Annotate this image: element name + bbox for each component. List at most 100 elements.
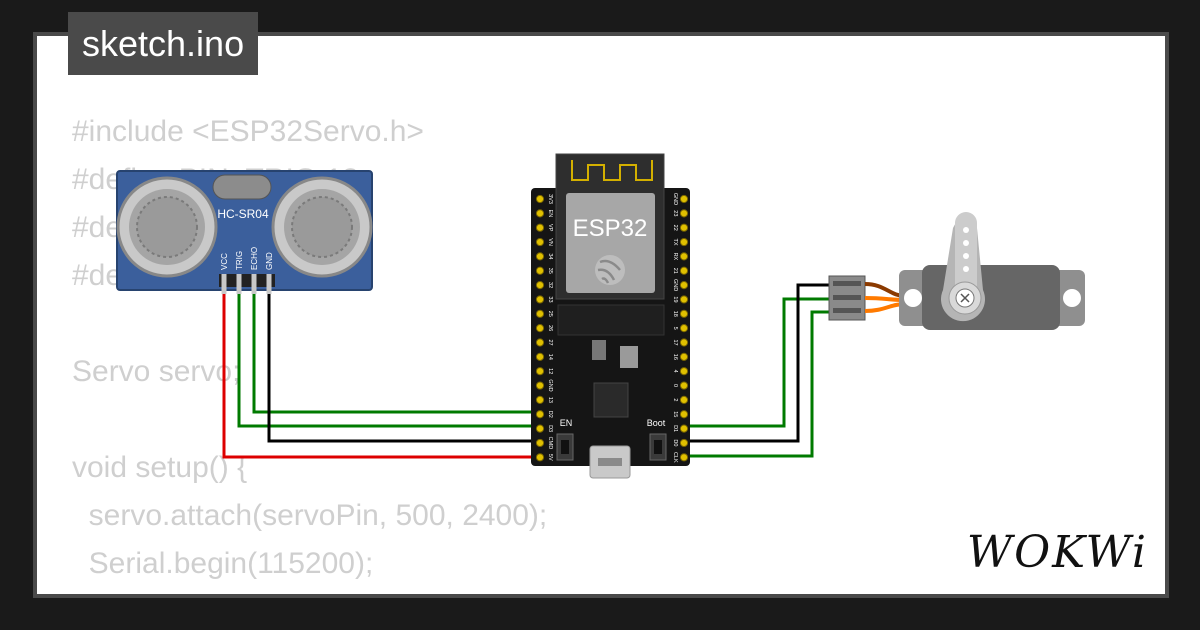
esp32-pin[interactable] — [679, 252, 689, 261]
wire-vcc — [222, 292, 540, 459]
sensor-pin[interactable] — [266, 274, 272, 294]
esp32-pin[interactable] — [535, 266, 545, 275]
boot-button-label: Boot — [647, 418, 666, 428]
esp32-pin[interactable] — [679, 352, 689, 361]
esp32-pin[interactable] — [679, 453, 689, 462]
sensor-pin[interactable] — [251, 274, 257, 294]
esp32-pin[interactable] — [535, 424, 545, 433]
esp32-pin[interactable] — [679, 194, 689, 204]
usb-port[interactable] — [589, 445, 631, 479]
boot-button[interactable] — [649, 433, 667, 461]
esp32-pin-label: 5V — [547, 454, 553, 461]
esp32-pin-label: 33 — [547, 296, 553, 302]
esp32-pin[interactable] — [535, 367, 545, 376]
file-tab[interactable]: sketch.ino — [68, 12, 259, 75]
sensor-pin[interactable] — [221, 274, 227, 294]
esp32-pin[interactable] — [535, 237, 545, 247]
sensor-pin[interactable] — [236, 274, 242, 294]
esp32-pin[interactable] — [679, 410, 689, 419]
transducer-left — [116, 176, 218, 278]
en-button-label: EN — [560, 418, 573, 428]
esp32-pin-label: 2 — [672, 398, 678, 401]
esp32-pin-label: 12 — [547, 368, 553, 374]
esp32-pin-label: D1 — [672, 425, 678, 432]
wire-servo-gnd — [684, 283, 838, 443]
esp32-pin-label: RX — [672, 253, 678, 261]
esp32-pin-label: 3V3 — [547, 194, 553, 204]
esp32-pin-label: CLK — [672, 452, 678, 463]
esp32-pin[interactable] — [535, 438, 545, 448]
sensor-header — [221, 274, 272, 294]
esp32-pin[interactable] — [535, 410, 545, 419]
esp32-pin[interactable] — [535, 338, 545, 347]
esp32-pin-label: CMD — [547, 437, 553, 450]
esp32-pin-label: 27 — [547, 339, 553, 345]
sensor-label: HC-SR04 — [217, 207, 269, 221]
esp32-pin-label: VN — [547, 238, 553, 246]
en-button[interactable] — [556, 433, 574, 461]
esp32-pin-label: EN — [547, 210, 553, 218]
code-line: void setup() { — [72, 451, 248, 484]
esp32-pin[interactable] — [535, 281, 545, 290]
code-line: servo.attach(servoPin, 500, 2400); — [72, 499, 548, 532]
wire-servo-vcc — [684, 310, 838, 458]
esp32-pin-label: TX — [672, 239, 678, 246]
esp32-pin[interactable] — [535, 324, 545, 333]
esp32-pin[interactable] — [535, 453, 545, 462]
esp32-pin-label: VP — [547, 224, 553, 232]
esp32-pin[interactable] — [535, 194, 545, 204]
code-line: Servo servo; — [72, 355, 241, 388]
esp32-pin-label: 19 — [672, 296, 678, 302]
esp32-pin[interactable] — [679, 395, 689, 404]
esp32-pin[interactable] — [679, 309, 689, 318]
wokwi-logo: WOKWi — [966, 527, 1148, 578]
esp32-pin[interactable] — [679, 338, 689, 347]
wires — [222, 283, 838, 459]
code-line: #include <ESP32Servo.h> — [72, 115, 424, 148]
wire-servo-signal — [684, 297, 838, 428]
esp32-pin[interactable] — [679, 266, 689, 275]
esp32-pin[interactable] — [679, 237, 689, 247]
transducer-right — [271, 176, 373, 278]
esp32-pin-label: GND — [672, 279, 678, 291]
esp32-pin[interactable] — [679, 424, 689, 433]
esp32-pin[interactable] — [535, 395, 545, 404]
esp32-pin-label: 34 — [547, 253, 553, 259]
esp32-pin-label: 0 — [672, 384, 678, 387]
sensor-pin-label: VCC — [220, 253, 229, 270]
esp32-pin-label: 21 — [672, 268, 678, 274]
esp32-pin[interactable] — [679, 367, 689, 376]
esp32-pin[interactable] — [535, 209, 545, 218]
esp32-pin[interactable] — [535, 381, 545, 390]
esp32-pin[interactable] — [679, 295, 689, 304]
esp32-pin[interactable] — [535, 309, 545, 318]
esp32-label: ESP32 — [573, 215, 648, 242]
esp32-pin[interactable] — [535, 252, 545, 261]
esp32-pin[interactable] — [679, 381, 689, 390]
esp32-pin-label: D2 — [547, 411, 553, 418]
esp32-pin[interactable] — [679, 281, 689, 290]
esp32-pin-label: 25 — [547, 311, 553, 317]
esp32-pin[interactable] — [535, 352, 545, 361]
esp32-board[interactable]: ESP32 EN Boot 3V3ENVPVN34353233252627141… — [531, 153, 690, 479]
esp32-pin-label: 26 — [547, 325, 553, 331]
esp32-pin-label: 15 — [672, 411, 678, 417]
esp32-pin[interactable] — [535, 223, 545, 232]
esp32-pin-label: 14 — [547, 354, 553, 360]
esp32-pin-label: 32 — [547, 282, 553, 288]
esp32-pin-label: D0 — [672, 439, 678, 446]
esp32-pin[interactable] — [535, 295, 545, 304]
esp32-pin[interactable] — [679, 223, 689, 232]
esp32-pin-label: 13 — [547, 397, 553, 403]
esp32-pin-label: 4 — [672, 370, 678, 373]
servo-motor[interactable] — [828, 212, 1085, 330]
esp32-pin[interactable] — [679, 324, 689, 333]
esp32-pin-label: GND — [672, 193, 678, 205]
esp32-pin[interactable] — [679, 209, 689, 218]
esp32-pin-label: 16 — [672, 354, 678, 360]
esp32-pin[interactable] — [679, 438, 689, 448]
